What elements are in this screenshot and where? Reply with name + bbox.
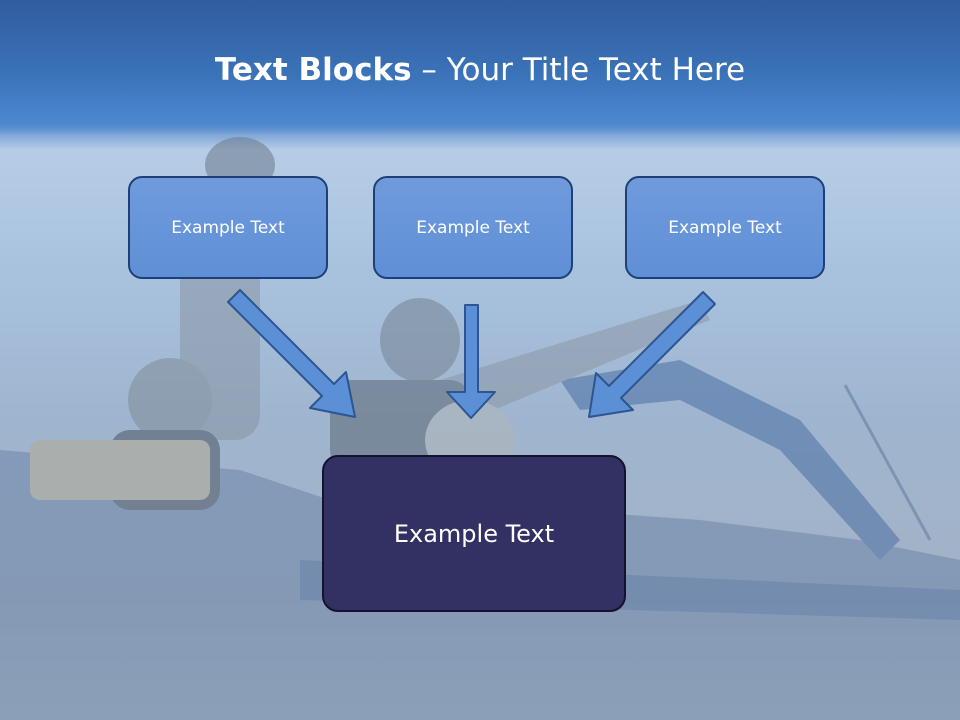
title-rest: Your Title Text Here (446, 52, 746, 88)
title-dash: – (411, 52, 447, 88)
text-block-main-label: Example Text (393, 519, 555, 548)
header-band (0, 0, 960, 135)
title-bold: Text Blocks (214, 52, 412, 88)
slide-title: Text Blocks – Your Title Text Here (0, 52, 960, 88)
text-block-right-label: Example Text (668, 217, 782, 238)
arrow-left-icon (227, 289, 356, 418)
text-block-center-label: Example Text (416, 217, 530, 238)
arrow-center-icon (446, 304, 496, 419)
text-block-right[interactable]: Example Text (625, 176, 825, 279)
text-block-left-label: Example Text (171, 217, 285, 238)
arrow-right-icon (588, 291, 716, 418)
text-block-left[interactable]: Example Text (128, 176, 328, 279)
text-block-main[interactable]: Example Text (322, 455, 626, 612)
text-block-center[interactable]: Example Text (373, 176, 573, 279)
